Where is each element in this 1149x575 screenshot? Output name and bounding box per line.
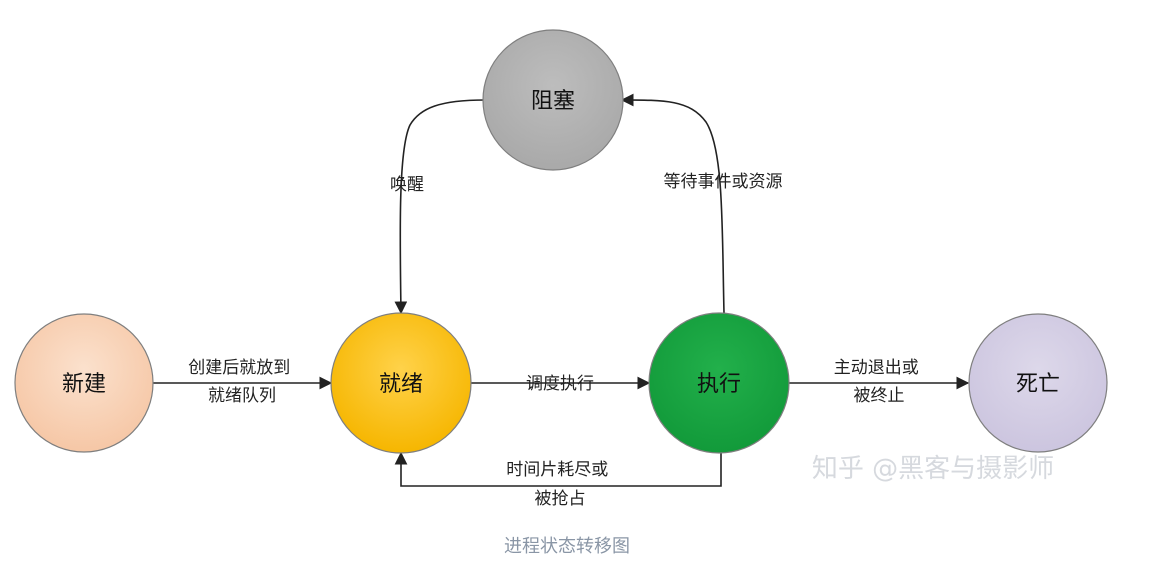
nodes: 新建 就绪 执行 阻塞 死亡 [14,29,1108,454]
node-ready[interactable]: 就绪 [330,312,472,454]
edge-running-to-blocked [620,93,725,314]
node-blocked-circle [482,29,624,171]
node-terminated-label: 死亡 [1016,372,1060,397]
edge-label-ready-to-running: 调度执行 [526,374,594,394]
node-blocked[interactable]: 阻塞 [482,29,624,171]
node-new-circle [14,313,154,453]
edge-label-running-to-terminated-line-1: 主动退出或 [834,358,919,378]
edge-label-running-to-ready-line-2: 被抢占 [535,489,586,509]
node-terminated-circle [968,313,1108,453]
edge-labels: 创建后就放到 就绪队列 调度执行 主动退出或 被终止 等待事件或资源 唤醒 时间… [188,172,924,509]
edge-label-running-to-blocked-line-1: 等待事件或资源 [664,172,783,192]
edge-label-new-to-ready-line-1: 创建后就放到 [188,358,290,378]
edge-label-blocked-to-ready-line-1: 唤醒 [390,175,424,195]
edge-label-blocked-to-ready: 唤醒 [390,175,424,195]
edges [153,93,970,487]
edge-label-running-to-blocked: 等待事件或资源 [664,172,783,192]
edge-label-running-to-ready: 时间片耗尽或 被抢占 [506,460,613,509]
node-running-label: 执行 [697,372,741,397]
node-ready-circle [330,312,472,454]
edge-label-ready-to-running-line-1: 调度执行 [526,374,594,394]
node-ready-label: 就绪 [379,372,423,397]
edge-label-running-to-terminated: 主动退出或 被终止 [834,358,924,406]
edge-running-to-ready [394,451,722,487]
edge-label-new-to-ready: 创建后就放到 就绪队列 [188,358,295,406]
node-blocked-label: 阻塞 [531,89,575,114]
node-terminated[interactable]: 死亡 [968,313,1108,453]
diagram-caption: 进程状态转移图 [504,536,630,557]
watermark-text: 知乎 @黑客与摄影师 [812,454,1054,484]
edge-label-running-to-terminated-line-2: 被终止 [854,386,905,406]
node-new-label: 新建 [62,372,106,397]
edge-label-running-to-ready-line-1: 时间片耗尽或 [506,460,608,480]
edge-blocked-to-ready [394,99,486,315]
edge-label-new-to-ready-line-2: 就绪队列 [208,386,276,406]
node-running-circle [648,312,790,454]
node-running[interactable]: 执行 [648,312,790,454]
node-new[interactable]: 新建 [14,313,154,453]
